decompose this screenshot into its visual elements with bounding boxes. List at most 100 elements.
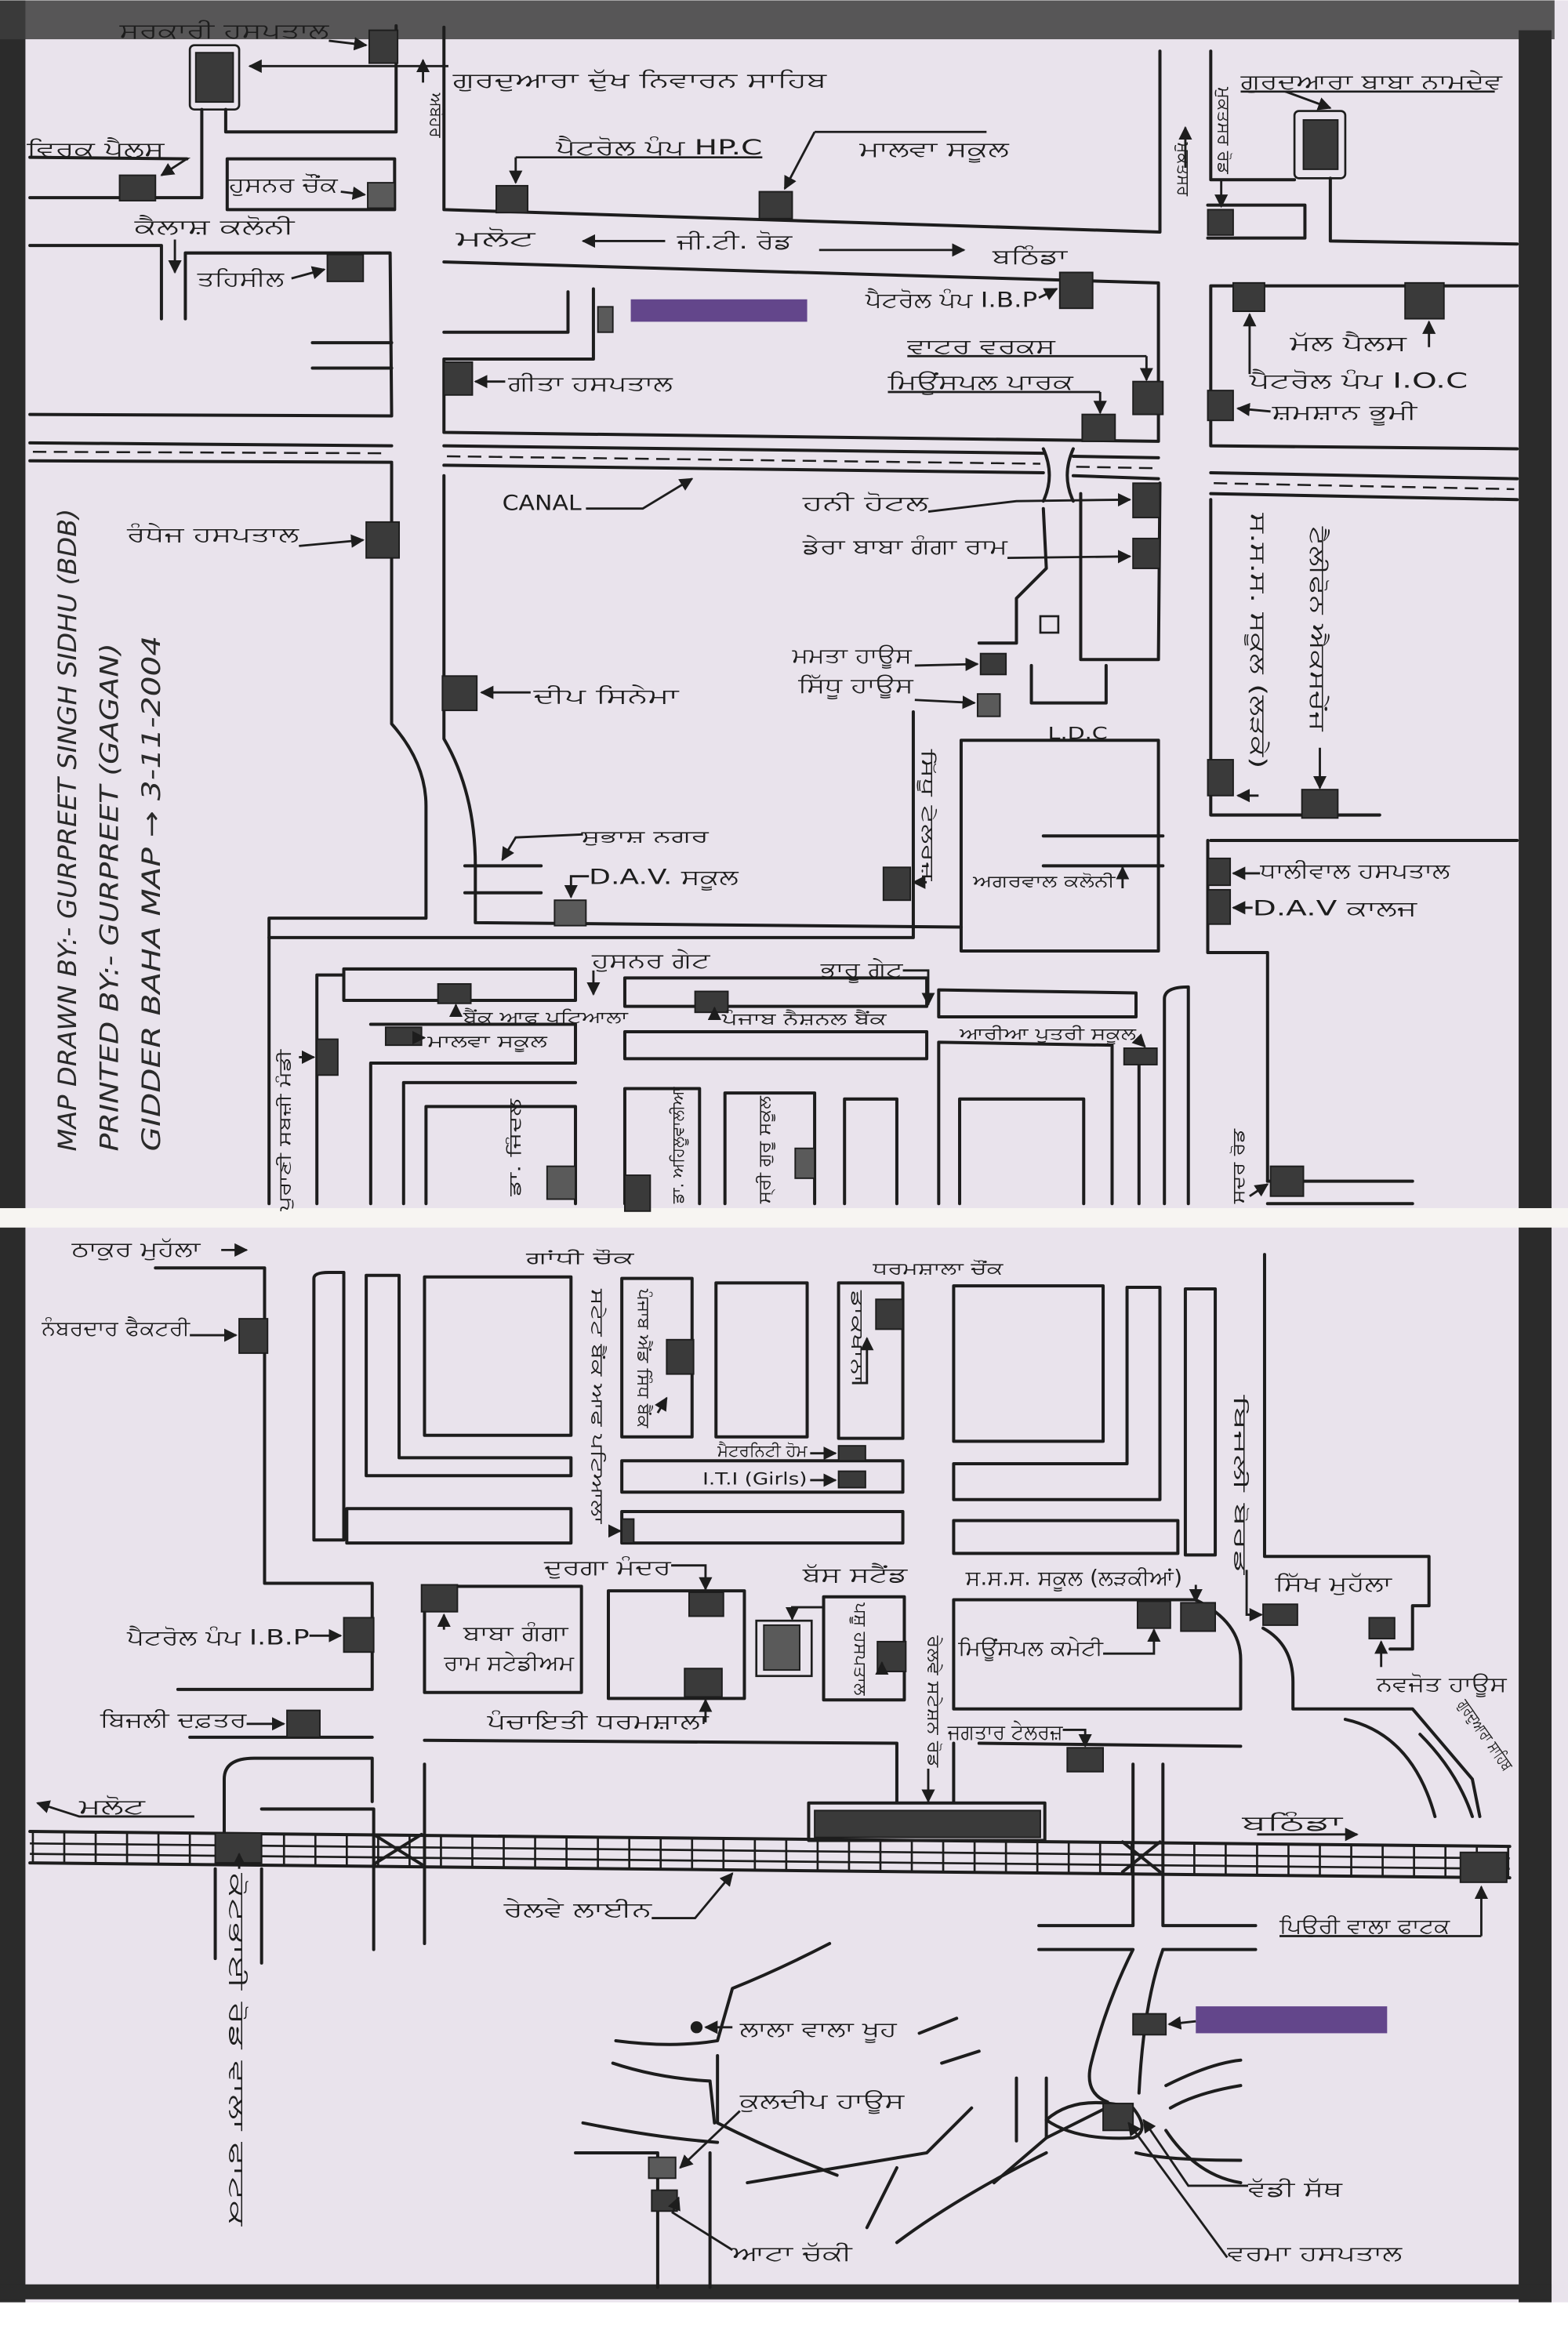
numberdar-factory-building [238,1318,269,1354]
label-dhaliwal-hospital: ਧਾਲੀਵਾਲ ਹਸਪਤਾਲ [1259,859,1451,884]
label-bathinda-bottom: ਬਠਿੰਡਾ [1240,1811,1344,1835]
label-kotbhai-phatak: ਕੋਟਭਾਈ ਰੋਡ ਵਾਲਾ ਫਾਟਕ [225,1872,249,2227]
dakkhana-building [875,1298,904,1330]
sss-school-girls-building-2 [1180,1602,1217,1632]
guru-school-building [794,1147,816,1179]
honey-hotel-building [1132,482,1161,519]
label-sarkari-hospital: ਸਰਕਾਰੀ ਹਸਪਤਾਲ [118,19,330,43]
map-credits: MAP DRAWN BY:- GURPREET SINGH SIDHU (BDB… [53,509,166,1152]
samman-bhoomi-building [1207,390,1234,422]
arya-putri-school-building [1123,1047,1158,1065]
gurdwara-namdev-building [1302,119,1339,170]
label-gurdwara-namdev: ਗੁਰਦੁਆਰਾ ਬਾਬਾ ਨਾਮਦੇਵ [1240,70,1504,94]
label-dav-school: D.A.V. ਸਕੂਲ [589,865,739,891]
sarkari-hospital-compound [188,44,241,111]
label-atta-chakki: ਆਟਾ ਚੱਕੀ [731,2241,853,2266]
label-dr-jindal: ਡਾ. ਜਿੰਦਲ [505,1098,524,1198]
label-muktsar-road: ਮੁਕਤਸਰ ਰੋਡ [1214,86,1233,175]
geeta-hospital-building [443,361,474,396]
label-punjab-national-bank: ਪੰਜਾਬ ਨੈਸ਼ਨਲ ਬੈਂਕ [720,1009,887,1028]
label-numberdar-factory: ਨੰਬਰਦਾਰ ਫੈਕਟਰੀ [41,1316,191,1341]
dav-college-building [1207,888,1232,925]
dr-jindal-building [546,1165,576,1200]
label-petrol-pump-hpc: ਪੈਟਰੋਲ ਪੰਪ HP.C [555,136,763,160]
label-railway-station-road: ਰੇਲਵੇ ਸਟੇਸ਼ਨ ਰੋਡ [924,1635,943,1769]
label-kailash-colony: ਕੈਲਾਸ਼ ਕਲੋਨੀ [133,215,296,239]
label-arya-putri-school: ਆਰੀਆ ਪੁਤਰੀ ਸਕੂਲ [959,1025,1137,1045]
label-malwa-school: ਮਾਲਵਾ ਸਕੂਲ [858,137,1011,163]
credit-printed-by: PRINTED BY:- GURPREET (GAGAN) [95,643,125,1151]
frame-bottom [0,2284,1552,2299]
sikh-mohalla-building [1262,1603,1298,1626]
label-maternity-home: ਮੈਟਰਨਿਟੀ ਹੋਮ [717,1441,808,1460]
randhej-hospital-building [365,521,401,559]
label-sss-school-boys: ਸ.ਸ.ਸ. ਸਕੂਲ (ਲੜਕੇ) [1244,512,1270,768]
panchayati-dharamshala-building [684,1668,723,1698]
dav-school-building [554,899,587,927]
baba-ganga-ram-stadium-building [420,1584,459,1613]
buildings [118,29,1445,2212]
sadar-road-building [1269,1165,1305,1197]
label-sss-school-girls: ਸ.ਸ.ਸ. ਸਕੂਲ (ਲੜਕੀਆਂ) [965,1566,1183,1592]
label-husnar-gate: ਹੁਸਨਰ ਗੇਟ [591,949,711,973]
navjot-house-building [1368,1617,1396,1640]
virk-palace-building [118,174,157,201]
label-geeta-hospital: ਗੀਤਾ ਹਸਪਤਾਲ [507,372,673,396]
label-petrol-pump-ibp-bottom: ਪੈਟਰੋਲ ਪੰਪ I.B.P [126,1626,310,1650]
bus-stand-compound [755,1619,813,1678]
label-muktsar: ਮੁਕਤਸਰ [1174,142,1192,197]
label-bharu-gate: ਭਾਰੂ ਗੇਟ [819,957,903,983]
municipal-park-building [1081,413,1116,442]
sarkari-hospital-building [194,52,234,103]
water-works-building [1132,380,1164,416]
credit-drawn-by: MAP DRAWN BY:- GURPREET SINGH SIDHU (BDB… [53,509,82,1152]
label-malout-top: ਮਲੋਟ [455,227,537,251]
label-gurdwara-dukh-nivaran: ਗੁਰਦੁਆਰਾ ਦੁੱਖ ਨਿਵਾਰਨ ਸਾਹਿਬ [452,68,828,93]
malwa-school-2-building [384,1026,423,1047]
label-honey-hotel: ਹਨੀ ਹੋਟਲ [801,492,929,516]
tehsil-building [326,253,365,282]
phatak-crossing-east [1459,1851,1508,1883]
label-bank-of-patiala: ਬੈਂਕ ਆਫ ਪਟਿਆਲਾ [463,1008,629,1027]
sss-school-boys-building [1207,759,1234,797]
label-iti-girls: I.T.I (Girls) [702,1470,807,1489]
label-canal: CANAL [503,492,582,516]
roads-lower [154,1253,1482,2289]
label-mamta-house: ਮਮਤਾ ਹਾਊਸ [791,644,913,669]
telephone-exchange-building [1301,789,1339,819]
petrol-pump-hpc-building [495,184,528,214]
label-gandhi-chowk: ਗਾਂਧੀ ਚੌਕ [524,1249,634,1268]
bijli-daftar-building [286,1709,321,1738]
gurdwara-namdev-compound [1293,110,1347,180]
label-municipal-committee: ਮਿਊਂਸਪਲ ਕਮੇਟੀ [957,1636,1104,1661]
label-baba-ganga-ram-stadium-line2: ਰਾਮ ਸਟੇਡੀਅਮ [443,1651,575,1675]
highlighted-site-building [597,306,614,333]
dera-baba-ganga-ram-building [1132,537,1161,569]
railway-station-building [814,1809,1041,1838]
gurdwara-dukh-nivaran-building [368,29,399,64]
label-deep-cinema: ਦੀਪ ਸਿਨੇਮਾ [532,684,681,709]
sss-school-girls-building-1 [1136,1600,1171,1629]
deep-cinema-building [441,675,478,712]
label-sidhu-tailors: ਸਿੱਧੂ ਟੇਲਰਜ਼ [917,748,938,881]
purani-sabzi-mandi-building [316,1038,339,1076]
purple-highlight-mark-2 [1196,2006,1388,2034]
label-subhash-nagar: ਸੁਭਾਸ਼ ਨਗਰ [580,827,710,846]
label-malwa-school-2: ਮਾਲਵਾ ਸਕੂਲ [426,1032,548,1052]
punjab-sind-bank-building [666,1338,695,1375]
label-jagtar-tailors: ਜਗਤਾਰ ਟੇਲਰਜ਼ [947,1720,1064,1744]
label-ldc: L.D.C [1048,724,1108,742]
label-petrol-pump-ibp-top: ਪੈਟਰੋਲ ਪੰਪ I.B.P [865,288,1037,312]
label-baba-ganga-ram-stadium-line1: ਬਾਬਾ ਗੰਗਾ [463,1621,570,1646]
label-gt-road: ਜੀ.ਟੀ. ਰੋਡ [676,230,793,254]
label-agarwal-colony: ਅਗਰਵਾਲ ਕਲੋਨੀ [972,872,1116,891]
label-malout-bottom: ਮਲੋਟ [78,1795,146,1819]
bus-stand-building [763,1624,800,1671]
place-labels: ਸਰਕਾਰੀ ਹਸਪਤਾਲ ਗੁਰਦੁਆਰਾ ਦੁੱਖ ਨਿਵਾਰਨ ਸਾਹਿਬ… [26,19,1517,2266]
jagtar-tailors-building [1066,1747,1105,1773]
sidhu-tailors-building [882,866,912,902]
roads-middle [267,462,1519,1206]
roads-top [28,24,1519,503]
kuldeep-house-building [648,2156,677,2180]
